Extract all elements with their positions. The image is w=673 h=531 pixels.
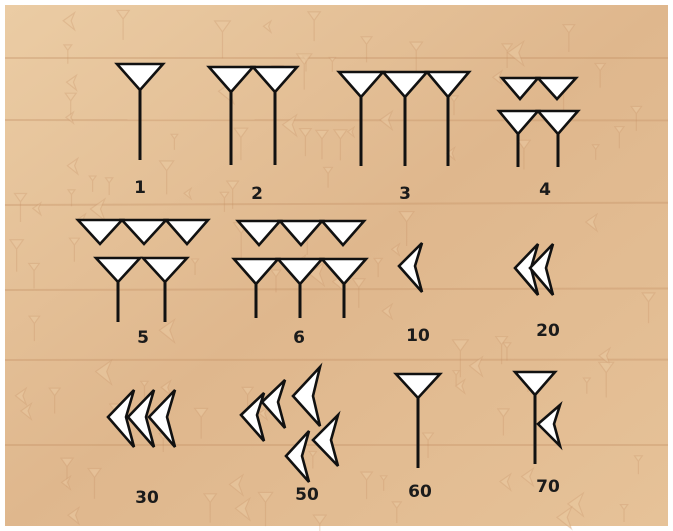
label-5: 5: [137, 328, 149, 348]
label-2: 2: [251, 184, 263, 204]
label-1: 1: [134, 178, 146, 198]
label-6: 6: [293, 328, 305, 348]
label-60: 60: [408, 482, 432, 502]
label-30: 30: [135, 488, 159, 508]
label-50: 50: [295, 485, 319, 505]
label-3: 3: [399, 184, 411, 204]
label-10: 10: [406, 326, 430, 346]
label-4: 4: [539, 180, 551, 200]
label-20: 20: [536, 321, 560, 341]
label-70: 70: [536, 477, 560, 497]
